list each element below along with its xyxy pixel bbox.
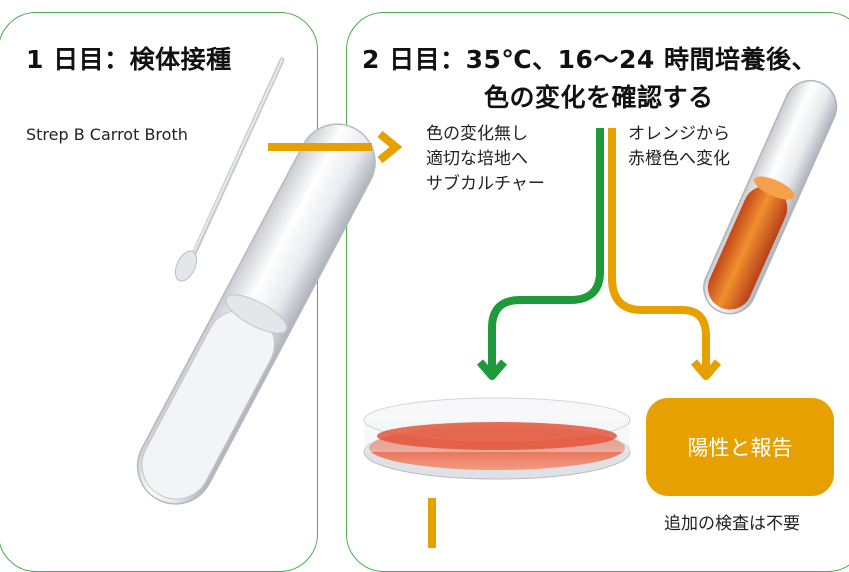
swab-icon xyxy=(174,57,285,282)
change-line1: オレンジから xyxy=(628,124,730,144)
day1-title: 1 日目：検体接種 xyxy=(26,45,232,74)
no-change-line1: 色の変化無し xyxy=(426,124,528,144)
change-line2: 赤橙色へ変化 xyxy=(628,149,730,169)
test-tube-icon xyxy=(136,123,376,505)
no-change-line3: サブカルチャー xyxy=(426,174,545,194)
diagram-graphics xyxy=(136,57,838,548)
petri-dish-icon xyxy=(363,397,631,480)
no-change-line2: 適切な培地へ xyxy=(426,149,528,169)
orange-tube-icon xyxy=(703,79,838,315)
broth-label: Strep B Carrot Broth xyxy=(26,125,188,144)
day2-title-line2: 色の変化を確認する xyxy=(484,83,714,112)
no-further-test-note: 追加の検査は不要 xyxy=(664,514,800,534)
positive-result-badge: 陽性と報告 xyxy=(646,398,834,496)
branch-arrows xyxy=(428,128,722,548)
transfer-arrow xyxy=(268,130,403,164)
day2-title-line1: 2 日目：35℃、16～24 時間培養後、 xyxy=(362,45,817,74)
